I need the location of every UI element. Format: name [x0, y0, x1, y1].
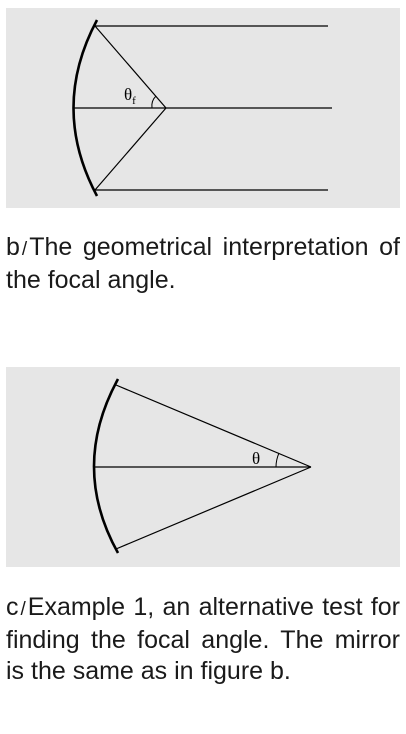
figure-c-svg: θ — [92, 378, 312, 554]
figure-b-separator: / — [21, 239, 28, 260]
figure-b-caption: b/The geometrical interpretation of the … — [6, 232, 400, 296]
figure-b-caption-text: The geometrical interpretation of the fo… — [6, 233, 400, 294]
figure-b-svg: θf — [72, 19, 332, 197]
figure-c-caption-text: Example 1, an alternative test for findi… — [6, 593, 400, 685]
figure-c-separator: / — [20, 599, 26, 620]
figure-c-diagram: θ — [6, 367, 400, 567]
figure-b-diagram: θf — [6, 8, 400, 208]
figure-c-caption: c/Example 1, an alternative test for fin… — [6, 592, 400, 687]
ray-top — [115, 384, 312, 468]
angle-label: θ — [252, 449, 260, 468]
focal-angle-arc — [151, 95, 157, 109]
reflected-ray-bottom — [94, 107, 167, 191]
curved-mirror — [72, 19, 99, 197]
reflected-ray-top — [94, 25, 167, 109]
figure-c-label: c — [6, 593, 19, 621]
focal-angle-label: θf — [124, 85, 136, 107]
angle-arc — [275, 452, 280, 468]
ray-bottom — [115, 466, 312, 550]
curved-mirror — [92, 378, 120, 554]
figure-b-label: b — [6, 233, 20, 261]
